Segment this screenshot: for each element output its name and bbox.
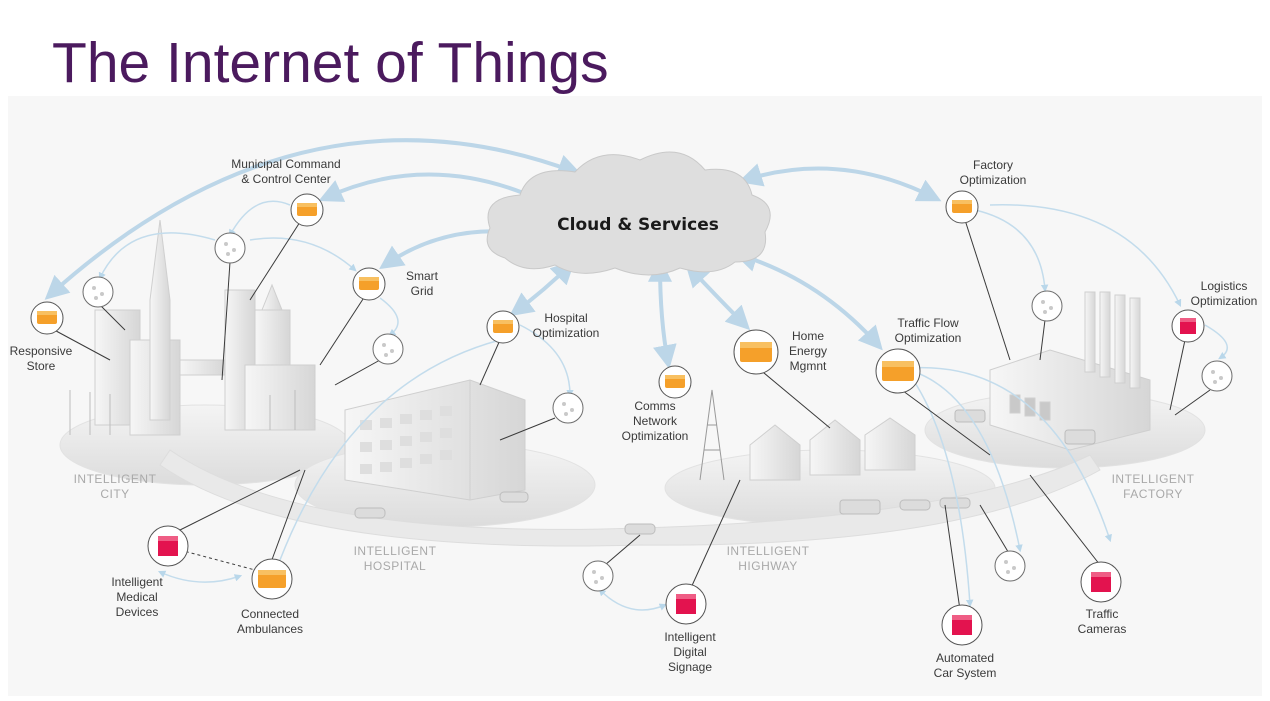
hospital-node-icon — [486, 310, 520, 344]
label-factory-1: Factory — [973, 158, 1013, 172]
label-ambulance-2: Ambulances — [237, 622, 303, 636]
hospital-building — [344, 379, 526, 501]
label-comms-1: Comms — [634, 399, 675, 413]
label-smart-grid-1: Smart — [406, 269, 439, 283]
traffic-flow-node-icon — [875, 348, 921, 394]
label-municipal-2: & Control Center — [241, 172, 330, 186]
zone-highway-line2: HIGHWAY — [738, 559, 798, 573]
home-energy-node-icon — [733, 329, 779, 375]
vehicles — [354, 409, 1096, 535]
zone-city-line2: CITY — [100, 487, 129, 501]
sensor-icon — [994, 550, 1026, 582]
label-car-1: Automated — [936, 651, 994, 665]
sensor-icon — [582, 560, 614, 592]
label-medical-3: Devices — [116, 605, 159, 619]
zone-city-line1: INTELLIGENT — [74, 472, 157, 486]
municipal-node-icon — [290, 193, 324, 227]
sensor-icon — [214, 232, 246, 264]
cloud-shape[interactable]: Cloud & Services — [486, 151, 771, 276]
logistics-device-icon — [1171, 309, 1205, 343]
car-system-device-icon — [941, 604, 983, 646]
leader-lines — [44, 219, 1211, 611]
zone-factory-line2: FACTORY — [1123, 487, 1183, 501]
traffic-camera-device-icon — [1080, 561, 1122, 603]
service-nodes — [30, 190, 979, 600]
label-factory-2: Optimization — [960, 173, 1027, 187]
label-medical-1: Intelligent — [111, 575, 163, 589]
label-home-1: Home — [792, 329, 824, 343]
sensor-icon — [1031, 290, 1063, 322]
zone-hospital-line1: INTELLIGENT — [354, 544, 437, 558]
factory-building — [989, 291, 1151, 451]
sensor-nodes — [82, 232, 1233, 592]
zone-highway-line1: INTELLIGENT — [727, 544, 810, 558]
device-nodes — [147, 309, 1205, 646]
label-hospital-1: Hospital — [544, 311, 587, 325]
label-ambulance-1: Connected — [241, 607, 299, 621]
medical-device-icon — [147, 525, 189, 567]
label-municipal-1: Municipal Command — [231, 157, 340, 171]
label-smart-grid-2: Grid — [411, 284, 434, 298]
comms-node-icon — [658, 365, 692, 399]
sensor-icon — [1201, 360, 1233, 392]
label-home-3: Mgmnt — [790, 359, 827, 373]
label-signage-1: Intelligent — [664, 630, 716, 644]
label-signage-3: Signage — [668, 660, 712, 674]
label-car-2: Car System — [934, 666, 997, 680]
local-arrows — [98, 200, 1229, 611]
page-title: The Internet of Things — [52, 31, 609, 95]
label-traffic-flow-2: Optimization — [895, 331, 962, 345]
zone-hospital-line2: HOSPITAL — [364, 559, 426, 573]
homes — [699, 389, 916, 481]
zone-factory-line1: INTELLIGENT — [1112, 472, 1195, 486]
factory-node-icon — [945, 190, 979, 224]
label-cameras-2: Cameras — [1078, 622, 1127, 636]
signage-device-icon — [665, 583, 707, 625]
label-logistics-2: Optimization — [1191, 294, 1258, 308]
sensor-icon — [82, 276, 114, 308]
label-traffic-flow-1: Traffic Flow — [897, 316, 959, 330]
label-logistics-1: Logistics — [1201, 279, 1248, 293]
ambulance-node-icon — [251, 558, 293, 600]
zone-labels: INTELLIGENT CITY INTELLIGENT HOSPITAL IN… — [74, 472, 1195, 573]
label-signage-2: Digital — [673, 645, 706, 659]
sensor-icon — [372, 333, 404, 365]
label-comms-3: Optimization — [622, 429, 689, 443]
label-comms-2: Network — [633, 414, 678, 428]
label-store-1: Responsive — [10, 344, 73, 358]
cloud-label: Cloud & Services — [557, 215, 719, 235]
sensor-icon — [552, 392, 584, 424]
responsive-store-node-icon — [30, 301, 64, 335]
label-cameras-1: Traffic — [1086, 607, 1119, 621]
label-home-2: Energy — [789, 344, 827, 358]
smart-grid-node-icon — [352, 267, 386, 301]
node-labels: Municipal Command & Control Center Smart… — [10, 157, 1258, 680]
label-store-2: Store — [27, 359, 56, 373]
label-hospital-2: Optimization — [533, 326, 600, 340]
label-medical-2: Medical — [116, 590, 157, 604]
